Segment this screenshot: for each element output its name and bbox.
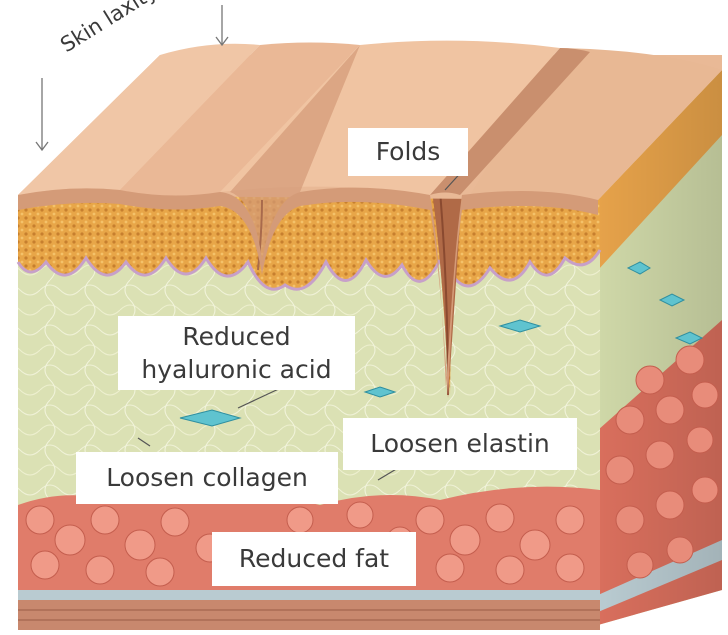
loosen-collagen-label: Loosen collagen xyxy=(76,452,338,504)
loosen-elastin-label: Loosen elastin xyxy=(343,418,577,470)
reduced-hyaluronic-acid-line1: Reduced xyxy=(128,320,345,353)
reduced-hyaluronic-acid-label: Reduced hyaluronic acid xyxy=(118,316,355,390)
reduced-fat-label: Reduced fat xyxy=(212,532,416,586)
folds-label: Folds xyxy=(348,128,468,176)
reduced-hyaluronic-acid-line2: hyaluronic acid xyxy=(128,353,345,386)
